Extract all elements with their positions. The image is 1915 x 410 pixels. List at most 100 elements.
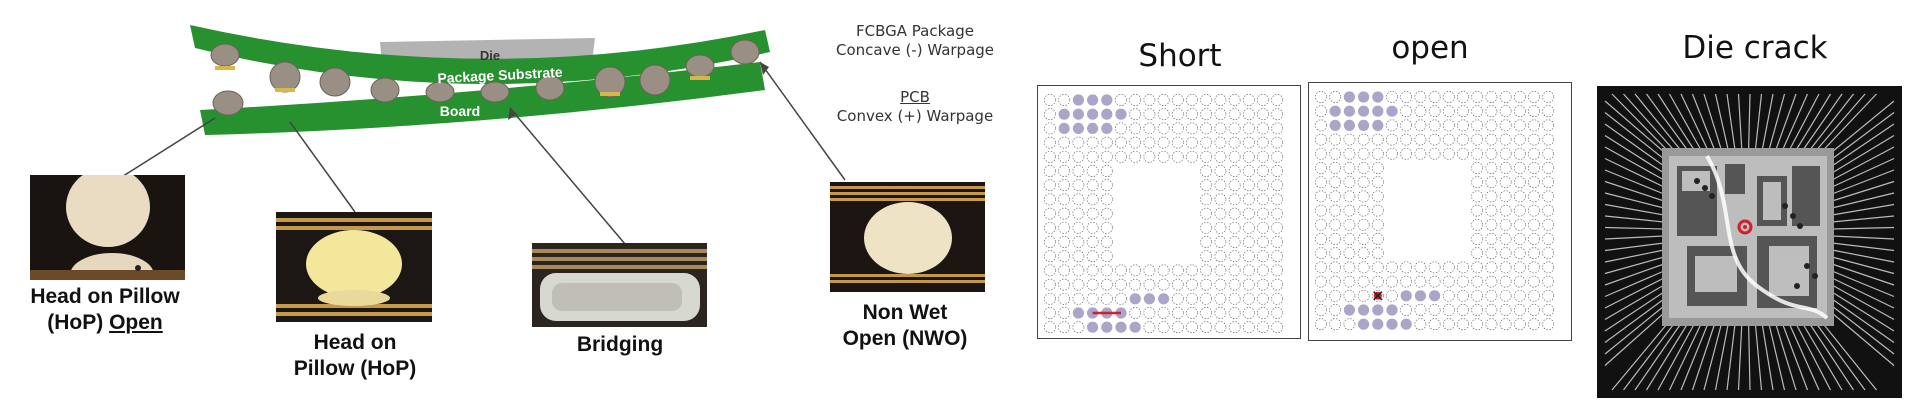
solder-ball-empty xyxy=(1044,150,1056,163)
solder-ball-empty xyxy=(1542,105,1555,118)
solder-ball-empty xyxy=(1442,133,1455,146)
solder-ball-empty xyxy=(1499,147,1512,160)
solder-ball-empty xyxy=(1357,233,1370,245)
solder-ball-empty xyxy=(1086,221,1099,234)
solder-ball-empty xyxy=(1228,250,1241,263)
solder-ball-empty xyxy=(1428,105,1441,118)
solder-ball-empty xyxy=(1329,204,1342,217)
solder-ball-empty xyxy=(1072,136,1085,149)
solder-ball-empty xyxy=(1271,264,1284,277)
solder-ball-empty xyxy=(1357,147,1370,160)
open-ball-grid xyxy=(1308,82,1572,341)
solder-ball-empty xyxy=(1257,94,1269,106)
solder-ball-empty xyxy=(1100,150,1113,163)
solder-ball-empty xyxy=(1115,136,1127,149)
solder-ball-empty xyxy=(1171,307,1184,319)
solder-ball-empty xyxy=(1072,165,1085,177)
solder-ball-empty xyxy=(1086,179,1099,192)
solder-ball-empty xyxy=(1471,162,1484,174)
solder-ball-empty xyxy=(1257,321,1269,334)
solder-ball-empty xyxy=(1157,122,1170,135)
solder-ball-empty xyxy=(1400,147,1413,160)
solder-ball-empty xyxy=(1115,150,1127,163)
solder-ball-empty xyxy=(1471,218,1484,231)
solder-ball-empty xyxy=(1228,292,1241,305)
solder-ball-empty xyxy=(1228,94,1241,106)
solder-ball-empty xyxy=(1271,150,1284,163)
solder-ball-empty xyxy=(1471,105,1484,118)
arrowhead-icon xyxy=(760,62,769,75)
solder-ball-empty xyxy=(1257,122,1269,135)
solder-ball-empty xyxy=(1200,193,1213,206)
solder-ball-empty xyxy=(1058,136,1071,149)
solder-ball-empty xyxy=(1315,119,1327,132)
solder-ball-empty xyxy=(1442,147,1455,160)
solder-ball-empty xyxy=(1329,233,1342,245)
hop-photo xyxy=(276,212,432,322)
solder-ball-empty xyxy=(1513,147,1526,160)
solder-ball-empty xyxy=(1086,165,1099,177)
solder-ball-empty xyxy=(1428,304,1441,316)
solder-ball-empty xyxy=(1329,318,1342,331)
solder-ball-empty xyxy=(1129,307,1142,319)
solder-ball-empty xyxy=(1542,204,1555,217)
solder-ball-empty xyxy=(1343,318,1356,331)
solder-ball-empty xyxy=(1428,261,1441,274)
solder-ball-empty xyxy=(1414,105,1427,118)
solder-ball-empty xyxy=(1072,193,1085,206)
solder-ball-empty xyxy=(1044,264,1056,277)
solder-ball-empty xyxy=(1200,292,1213,305)
solder-ball-empty xyxy=(1214,150,1227,163)
solder-ball-empty xyxy=(1257,136,1269,149)
solder-ball-filled xyxy=(1101,321,1113,333)
fcbga-line1: FCBGA Package xyxy=(856,22,974,40)
solder-ball-empty xyxy=(1044,221,1056,234)
solder-ball-empty xyxy=(1400,304,1413,316)
solder-ball-filled xyxy=(1329,105,1341,117)
solder-ball-empty xyxy=(1086,207,1099,220)
solder-ball-empty xyxy=(1200,278,1213,291)
hop-open-photo xyxy=(30,175,185,280)
solder-ball-empty xyxy=(1242,193,1255,206)
solder-ball-empty xyxy=(1186,150,1198,163)
solder-ball-empty xyxy=(1257,165,1269,177)
solder-ball-empty xyxy=(1115,122,1127,135)
solder-ball-empty xyxy=(1044,136,1056,149)
solder-ball-empty xyxy=(1044,292,1056,305)
solder-ball-empty xyxy=(1371,133,1384,146)
solder-ball-empty xyxy=(1329,304,1342,316)
solder-ball-empty xyxy=(1428,147,1441,160)
solder-ball-empty xyxy=(1200,236,1213,248)
solder-ball-empty xyxy=(1528,133,1540,146)
solder-ball-empty xyxy=(1457,289,1469,302)
solder-ball-empty xyxy=(1044,94,1056,106)
solder-ball-empty xyxy=(1257,264,1269,277)
solder-ball-empty xyxy=(1315,204,1327,217)
solder-ball-empty xyxy=(1371,275,1384,288)
solder-ball-empty xyxy=(1100,207,1113,220)
solder-ball-empty xyxy=(1343,147,1356,160)
solder-ball-empty xyxy=(1457,318,1469,331)
solder-ball-empty xyxy=(1242,136,1255,149)
solder-ball-empty xyxy=(1357,176,1370,189)
solder-ball-empty xyxy=(1315,162,1327,174)
solder-ball-filled xyxy=(1115,108,1127,120)
solder-ball-empty xyxy=(1129,150,1142,163)
solder-ball-empty xyxy=(1471,204,1484,217)
solder-ball-empty xyxy=(1528,304,1540,316)
solder-ball-empty xyxy=(1171,150,1184,163)
solder-ball-empty xyxy=(1485,91,1498,103)
solder-ball-empty xyxy=(1044,278,1056,291)
solder-ball-empty xyxy=(1157,136,1170,149)
solder-ball-empty xyxy=(1271,236,1284,248)
solder-ball-empty xyxy=(1242,307,1255,319)
solder-ball-empty xyxy=(1157,278,1170,291)
solder-ball-empty xyxy=(1044,193,1056,206)
solder-ball-empty xyxy=(1499,91,1512,103)
solder-ball-empty xyxy=(1329,147,1342,160)
solder-ball-empty xyxy=(1542,289,1555,302)
solder-ball-empty xyxy=(1471,247,1484,260)
solder-ball-empty xyxy=(1414,275,1427,288)
solder-ball-empty xyxy=(1186,108,1198,121)
solder-ball-filled xyxy=(1400,318,1412,330)
